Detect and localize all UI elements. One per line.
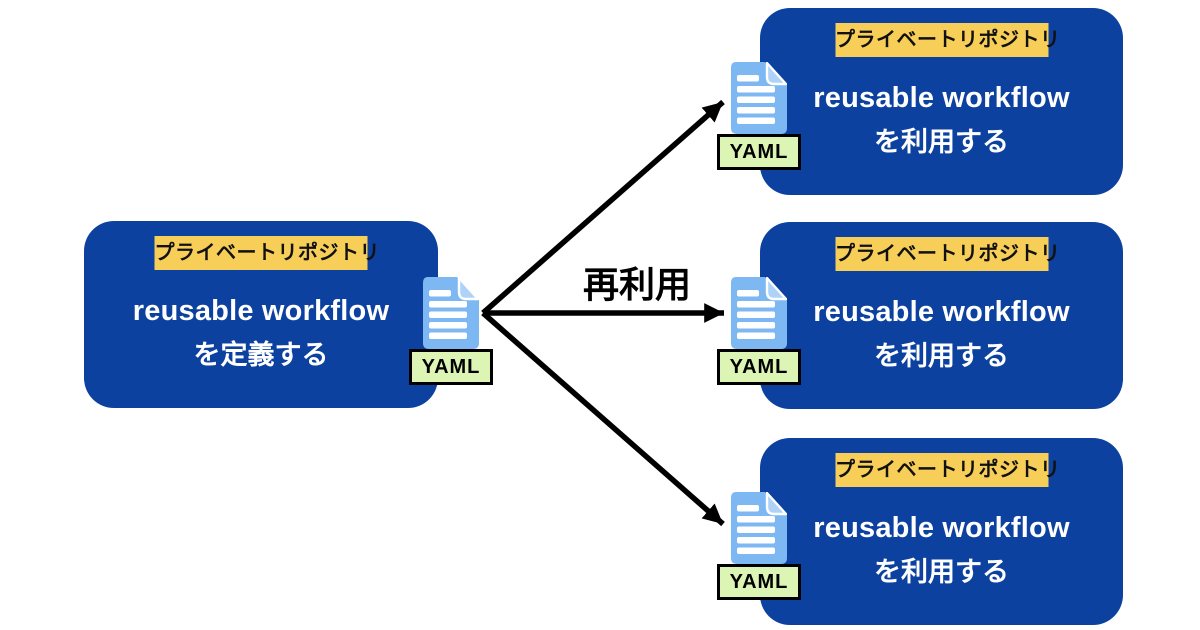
target-yaml-file-2: YAML [717, 277, 801, 385]
target-title-line1-3: reusable workflow [813, 512, 1070, 544]
yaml-label: YAML [717, 349, 801, 385]
folded-corner [457, 277, 479, 301]
source-yaml-file: YAML [409, 277, 493, 385]
source-title-line2: を定義する [193, 340, 329, 370]
target-title-line1-2: reusable workflow [813, 296, 1070, 328]
yaml-label: YAML [717, 134, 801, 170]
reuse-arrow-label: 再利用 [582, 264, 691, 305]
target-repo-box-3: プライベートリポジトリ reusable workflow を利用する [760, 438, 1123, 625]
target-title-line2-3: を利用する [874, 557, 1009, 587]
folded-corner [765, 62, 787, 86]
source-title-line1: reusable workflow [132, 295, 390, 327]
source-repo-badge: プライベートリポジトリ [154, 236, 380, 270]
folded-corner [765, 277, 787, 301]
target-repo-badge-2: プライベートリポジトリ [835, 237, 1060, 271]
target-repo-badge-1: プライベートリポジトリ [835, 23, 1060, 57]
yaml-label: YAML [409, 349, 493, 385]
yaml-label: YAML [717, 564, 801, 600]
yaml-document-icon [731, 492, 787, 564]
yaml-document-icon [731, 277, 787, 349]
target-title-line2-2: を利用する [874, 341, 1009, 371]
folded-corner [765, 492, 787, 516]
source-repo-box: プライベートリポジトリ reusable workflow を定義する [84, 221, 438, 408]
arrow-to-target-3 [481, 310, 725, 527]
target-repo-badge-3: プライベートリポジトリ [835, 453, 1060, 487]
target-repo-box-1: プライベートリポジトリ reusable workflow を利用する [760, 8, 1123, 195]
target-repo-box-2: プライベートリポジトリ reusable workflow を利用する [760, 222, 1123, 409]
target-title-line2-1: を利用する [874, 127, 1009, 157]
yaml-document-icon [731, 62, 787, 134]
target-yaml-file-1: YAML [717, 62, 801, 170]
yaml-document-icon [423, 277, 479, 349]
target-title-line1-1: reusable workflow [813, 82, 1070, 114]
target-yaml-file-3: YAML [717, 492, 801, 600]
